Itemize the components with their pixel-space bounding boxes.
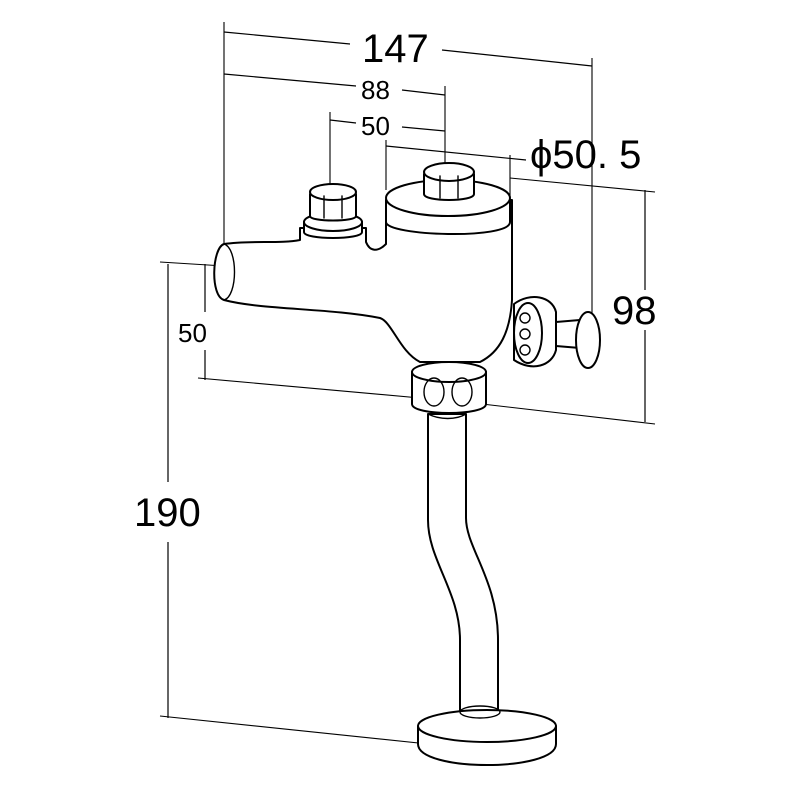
label-phi-50-5: ϕ50. 5 bbox=[530, 133, 641, 177]
inlet-cap-nut bbox=[303, 183, 363, 239]
dim-50-right bbox=[401, 126, 446, 132]
base-flange bbox=[417, 705, 557, 766]
label-147: 147 bbox=[362, 27, 429, 71]
dimension-labels: 147 88 50 ϕ50. 5 98 50 190 bbox=[134, 27, 657, 535]
flush-valve bbox=[213, 162, 601, 766]
ext-50v-top bbox=[159, 261, 225, 267]
label-50-left: 50 bbox=[178, 318, 207, 348]
dim-phi bbox=[385, 145, 527, 161]
ext-98-top bbox=[509, 177, 656, 193]
push-button-assembly bbox=[513, 296, 601, 369]
outlet-coupling-nut bbox=[411, 361, 487, 414]
dim-147-left bbox=[223, 31, 351, 45]
dim-88-left bbox=[223, 73, 357, 87]
dim-50-left bbox=[329, 119, 357, 124]
inlet-end-face bbox=[223, 243, 236, 301]
label-50-top: 50 bbox=[361, 111, 390, 141]
outlet-pipe bbox=[427, 413, 499, 713]
ext-190-bottom bbox=[159, 715, 429, 745]
label-88: 88 bbox=[361, 75, 390, 105]
label-98: 98 bbox=[612, 289, 657, 333]
dim-88-right bbox=[401, 89, 446, 96]
push-button-icon bbox=[575, 311, 601, 369]
dim-147-right bbox=[441, 49, 593, 67]
ext-50v-bottom bbox=[197, 377, 421, 399]
dimension-lines bbox=[159, 22, 656, 745]
drum-cap-nut bbox=[423, 162, 475, 201]
label-190: 190 bbox=[134, 491, 201, 535]
outlet-pipe-top bbox=[427, 413, 467, 420]
ext-98-bottom bbox=[481, 403, 656, 425]
